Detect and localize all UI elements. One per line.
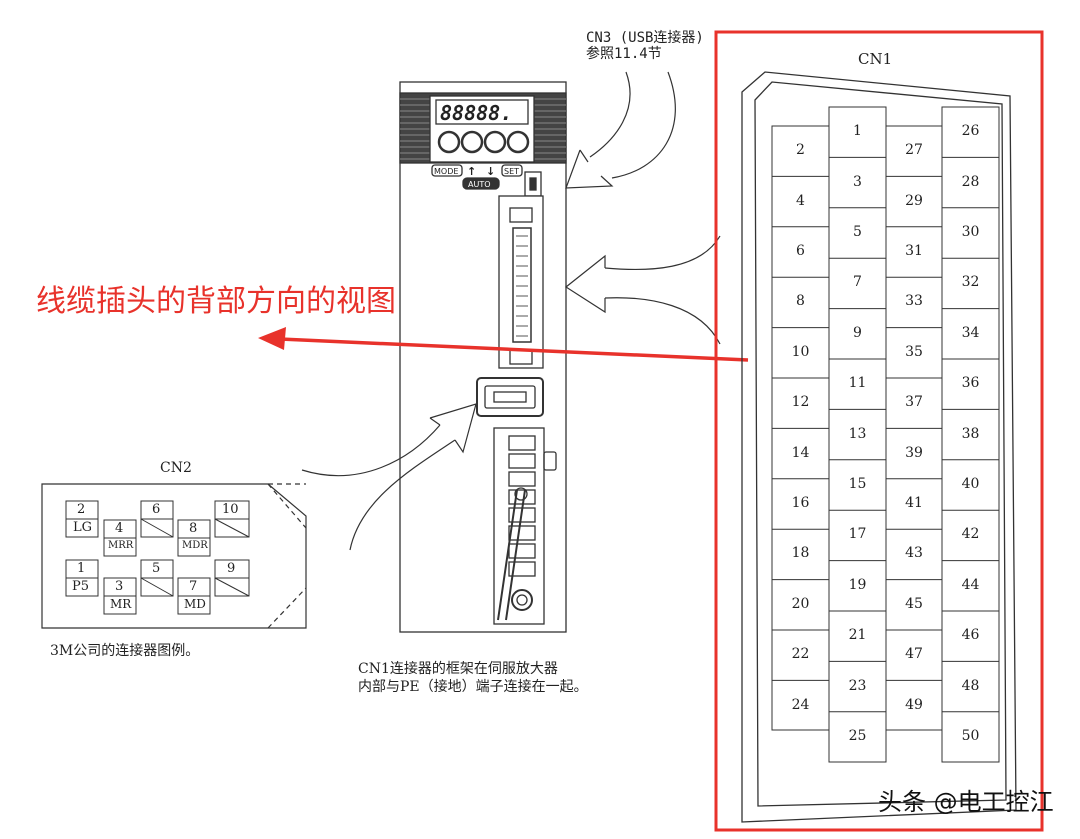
cn2-arrow <box>301 403 477 551</box>
cn1-pin-number: 3 <box>853 173 862 190</box>
rear-view-label: 线缆插头的背部方向的视图 <box>36 284 396 319</box>
cn2-pin-num: 10 <box>222 502 239 517</box>
cn1-pin-number: 6 <box>796 243 805 259</box>
cn1-pin-number: 50 <box>961 728 980 744</box>
cn1-pin-number: 33 <box>905 293 923 310</box>
cn2-pin-sig: MDR <box>182 540 208 551</box>
cn1-pin-number: 34 <box>961 324 980 341</box>
cn1-pin-number: 8 <box>796 293 805 310</box>
cn1-pin-number: 26 <box>961 123 980 140</box>
cn2-pin-num: 7 <box>189 579 198 594</box>
cn2-pin-num: 5 <box>152 561 161 576</box>
cn3-arrow <box>565 71 676 189</box>
cn2-title: CN2 <box>160 460 192 476</box>
cn1-arrow <box>564 235 721 345</box>
cn1-pin-number: 15 <box>848 476 867 492</box>
cn1-pin-number: 25 <box>848 728 867 744</box>
cn2-pin-num: 6 <box>152 502 161 517</box>
cn2-pin-num: 1 <box>77 561 86 576</box>
cn2-outline <box>41 483 307 629</box>
cn1-pin-number: 14 <box>791 444 810 461</box>
cn1-pin-number: 23 <box>848 677 867 694</box>
cn1-pin-number: 17 <box>848 526 867 543</box>
cn2-pin-num: 3 <box>115 579 124 594</box>
cn2-pins <box>65 500 250 615</box>
cn1-pin-number: 7 <box>853 274 862 291</box>
cn3-label-line2: 参照11.4节 <box>586 46 662 62</box>
cn1-pin-number: 49 <box>905 696 923 713</box>
cn3-label-line1: CN3 (USB连接器) <box>586 30 704 46</box>
cn1-title: CN1 <box>858 50 893 68</box>
caption-3m: 3M公司的连接器图例。 <box>50 643 200 659</box>
cn1-pin-number: 21 <box>848 627 867 644</box>
cn3-label: CN3 (USB连接器) 参照11.4节 <box>586 30 704 62</box>
watermark: 头条 @电工控江 <box>878 788 1054 816</box>
cn1-pin-number: 41 <box>905 495 923 511</box>
mode-label: MODE <box>434 167 458 176</box>
cn1-pin-number: 45 <box>905 595 923 612</box>
cn1-pin-number: 48 <box>961 677 980 694</box>
servo-amplifier <box>399 81 567 633</box>
red-pointer-arrow <box>258 327 749 362</box>
cn1-pin-number: 47 <box>905 646 923 663</box>
cn1-pin-number: 10 <box>791 343 810 360</box>
cn1-pin-number: 5 <box>853 224 862 240</box>
caption-cn1-line2: 内部与PE（接地）端子连接在一起。 <box>358 679 588 695</box>
cn1-pin-number: 2 <box>796 142 805 159</box>
cn1-pin-number: 38 <box>961 425 980 442</box>
cn1-pin-number: 46 <box>961 627 980 644</box>
cn1-pin-number: 13 <box>848 425 867 442</box>
cn1-pin-number: 35 <box>905 343 923 360</box>
cn1-pin-number: 4 <box>796 192 805 209</box>
cn2-pin-num: 2 <box>77 502 86 517</box>
cn1-pin-number: 39 <box>905 444 923 461</box>
cn1-pin-number: 42 <box>961 526 980 543</box>
cn1-pin-number: 37 <box>905 394 923 411</box>
auto-label: AUTO <box>468 180 491 189</box>
cn1-pin-number: 16 <box>791 495 810 511</box>
cn1-pin-number: 30 <box>961 224 980 240</box>
cn1-pin-number: 31 <box>905 243 923 259</box>
set-label: SET <box>504 167 519 176</box>
cn1-pin-number: 32 <box>961 274 980 291</box>
cn2-pin-num: 8 <box>189 521 198 536</box>
cn1-pin-number: 9 <box>853 324 862 341</box>
cn2-pin-sig: LG <box>73 520 93 535</box>
up-arrow-icon: ↑ <box>467 165 476 178</box>
cn1-pin-number: 43 <box>905 545 923 562</box>
cn1-pin-number: 36 <box>961 375 980 392</box>
cn2-pin-sig: MR <box>110 597 132 611</box>
display-digits: 88888. <box>440 101 512 125</box>
cn1-pin-number: 28 <box>961 173 980 190</box>
cn2-pin-num: 9 <box>227 561 236 576</box>
cn1-pin-number: 19 <box>848 576 867 593</box>
cn2-pin-sig: MD <box>184 597 206 611</box>
cn1-pin-number: 29 <box>905 192 923 209</box>
cn2-pin-num: 4 <box>115 521 124 536</box>
cn1-pin-number: 40 <box>961 476 980 492</box>
cn1-pin-number: 22 <box>791 646 810 663</box>
cn1-pin-number: 24 <box>791 696 810 713</box>
cn1-pin-number: 20 <box>791 595 810 612</box>
cn1-pin-number: 1 <box>853 123 862 140</box>
cn1-highlight-frame <box>714 30 1044 832</box>
cn1-pin-number: 18 <box>791 545 810 562</box>
cn2-pin-sig: MRR <box>108 540 134 551</box>
down-arrow-icon: ↓ <box>486 165 495 178</box>
cn1-pin-number: 11 <box>848 375 867 392</box>
cn1-pin-number: 44 <box>961 576 980 593</box>
cn1-pin-number: 12 <box>791 394 810 411</box>
cn1-plug-outline <box>741 71 1017 823</box>
caption-cn1-ground: CN1连接器的框架在伺服放大器 内部与PE（接地）端子连接在一起。 <box>358 660 588 696</box>
caption-cn1-line1: CN1连接器的框架在伺服放大器 <box>358 661 558 677</box>
cn2-pin-sig: P5 <box>72 579 90 594</box>
cn1-pin-number: 27 <box>905 142 923 159</box>
